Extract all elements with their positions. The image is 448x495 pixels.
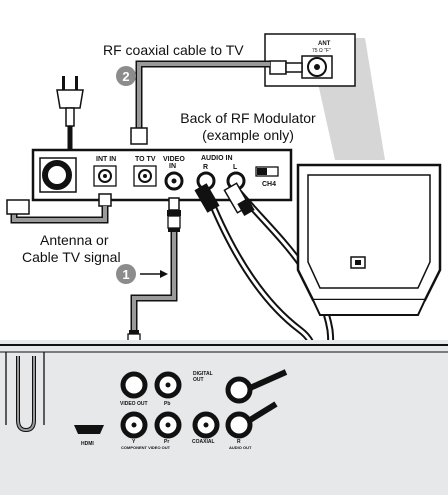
antenna-label-line2: Cable TV signal xyxy=(22,249,121,265)
audio-plugs-modulator xyxy=(194,182,255,217)
step-2-number: 2 xyxy=(122,69,129,84)
step-2-badge xyxy=(116,66,136,86)
tv-antenna-box: ANT 75 Ω "F" xyxy=(264,33,356,87)
audio-out-l-jack xyxy=(225,376,253,404)
ch-label: CH4 xyxy=(262,181,276,188)
tv-rf-plug xyxy=(269,60,287,75)
modulator-label-line2: (example only) xyxy=(202,127,294,143)
coaxial-label: COAXIAL xyxy=(192,439,215,445)
int-in-label: INT IN xyxy=(96,156,116,163)
rf-cable-label: RF coaxial cable to TV xyxy=(103,42,244,58)
step-1-badge xyxy=(116,264,136,284)
video-out-label: VIDEO OUT xyxy=(120,401,148,407)
digital-out-label: DIGITAL xyxy=(193,371,213,377)
rf-modulator: INT IN TO TV VIDEO IN AUDIO IN R L CH4 xyxy=(31,148,293,202)
component-label: COMPONENT VIDEO OUT xyxy=(121,445,171,450)
dvd-player-back: HDMI VIDEO OUT Pb Y Pr COMPONENT VIDEO O… xyxy=(0,340,448,450)
pb-label: Pb xyxy=(164,401,170,407)
diagram-footer-band xyxy=(0,448,448,495)
hdmi-label: HDMI xyxy=(81,441,94,447)
audio-in-r-label: R xyxy=(203,164,208,171)
y-label: Y xyxy=(132,439,136,445)
pr-label: Pr xyxy=(164,439,169,445)
audio-out-r-jack xyxy=(225,411,253,439)
video-in-label: VIDEO xyxy=(163,156,185,163)
rf-cable xyxy=(137,62,270,130)
tv-ant-label: ANT xyxy=(318,41,331,47)
to-tv-label: TO TV xyxy=(135,156,156,163)
tv-set xyxy=(296,163,442,316)
video-cable xyxy=(132,200,176,345)
digital-out-label-2: OUT xyxy=(193,377,204,383)
hdmi-port xyxy=(74,425,104,434)
video-plug-top xyxy=(167,197,181,232)
audio-out-label: AUDIO OUT xyxy=(229,445,252,450)
step-1-number: 1 xyxy=(122,267,129,282)
video-out-jack xyxy=(120,371,148,399)
audio-out-r-label: R xyxy=(237,439,241,445)
rf-cable-plug xyxy=(130,127,148,145)
antenna-plug xyxy=(98,193,112,207)
audio-in-label: AUDIO IN xyxy=(201,155,233,162)
tv-ohm-label: 75 Ω "F" xyxy=(312,48,331,54)
video-in-label-2: IN xyxy=(169,163,176,170)
audio-in-l-label: L xyxy=(233,164,238,171)
modulator-label-line1: Back of RF Modulator xyxy=(180,110,316,126)
antenna-label-line1: Antenna or xyxy=(40,232,109,248)
antenna-end-plug xyxy=(6,199,30,215)
